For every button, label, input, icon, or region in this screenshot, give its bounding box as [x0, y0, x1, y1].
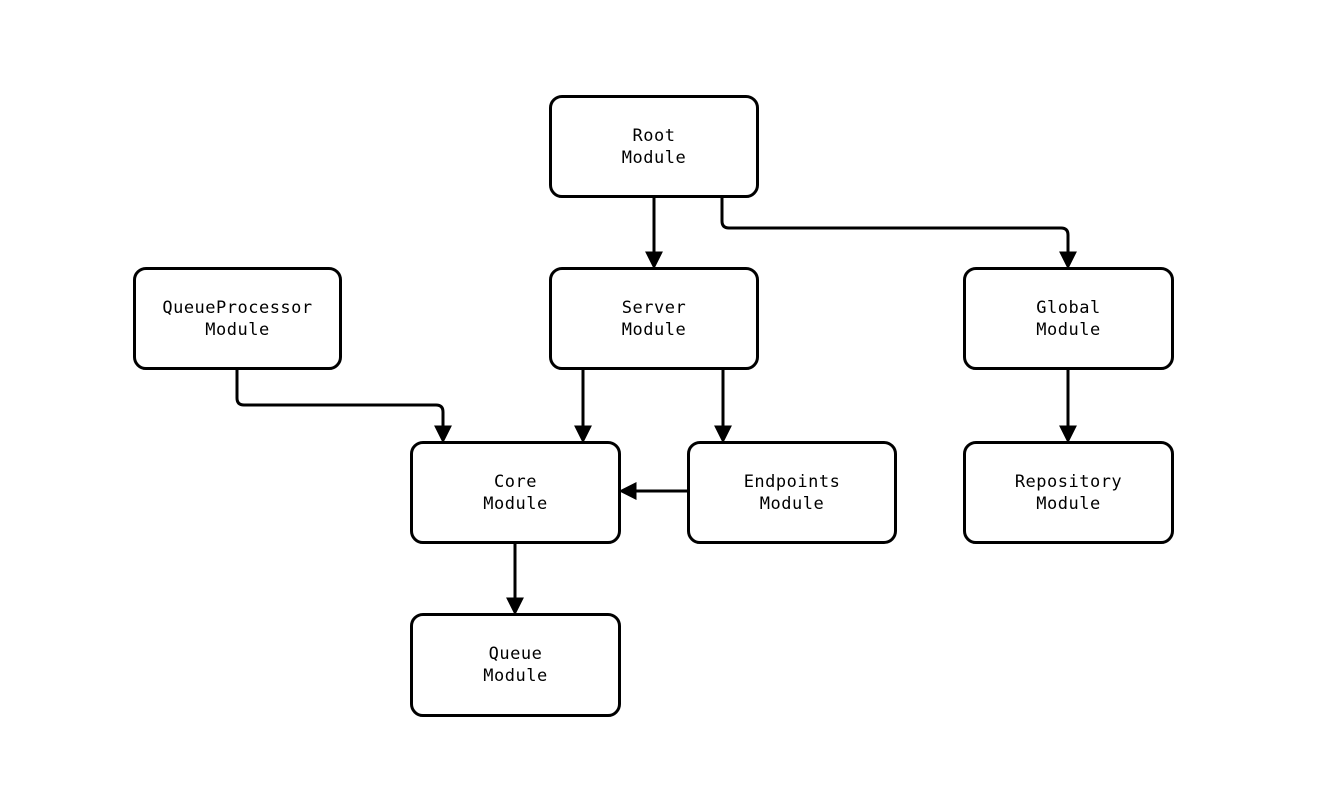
- edge-root-to-global: [720, 198, 1077, 270]
- node-label-suffix: Module: [621, 147, 687, 168]
- node-label-suffix: Module: [759, 493, 825, 514]
- node-label-suffix: Module: [205, 319, 270, 340]
- node-label-suffix: Module: [1036, 493, 1101, 514]
- node-label-suffix: Module: [621, 319, 687, 340]
- node-label-name: Endpoints: [743, 471, 841, 492]
- node-label-name: Server: [621, 297, 687, 318]
- node-label-name: Global: [1036, 297, 1101, 318]
- node-label-name: QueueProcessor: [162, 297, 313, 318]
- edges-group: [235, 198, 1077, 616]
- node-label-suffix: Module: [483, 666, 548, 686]
- edge-queueprocessor-to-core: [235, 370, 452, 444]
- node-label-name: Root: [632, 125, 676, 146]
- node-label-suffix: Module: [483, 493, 548, 514]
- node-label-name: Repository: [1014, 471, 1123, 492]
- node-label-name: Core: [494, 471, 537, 492]
- node-label-suffix: Module: [1036, 319, 1101, 340]
- node-label-name: Queue: [488, 644, 543, 664]
